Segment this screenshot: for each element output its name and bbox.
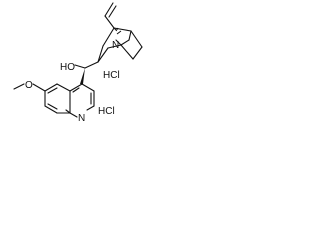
methoxy-group	[13, 83, 46, 92]
cinchona-alkaloid-structure: N HO HCl HCl N O	[13, 2, 143, 124]
vinyl-double-bond-inner	[108, 5, 117, 18]
vinyl-single-bond	[104, 15, 115, 29]
vinyl-group	[104, 2, 117, 29]
vinyl-double-bond	[104, 2, 114, 17]
quinuclidine-cage	[97, 27, 143, 63]
bridge-nitrogen-label: N	[112, 40, 119, 51]
wedge-bond	[80, 68, 85, 84]
hcl-label-upper: HCl	[103, 70, 120, 81]
carbinol-linkage	[84, 61, 99, 69]
methoxy-oxygen-label: O	[25, 80, 33, 91]
hydroxyl-label: HO	[60, 62, 75, 73]
ring-nitrogen-label: N	[78, 113, 85, 124]
hydroxyl-bond	[74, 64, 86, 69]
quinoline-ring	[44, 83, 95, 118]
hcl-label-lower: HCl	[98, 106, 115, 117]
